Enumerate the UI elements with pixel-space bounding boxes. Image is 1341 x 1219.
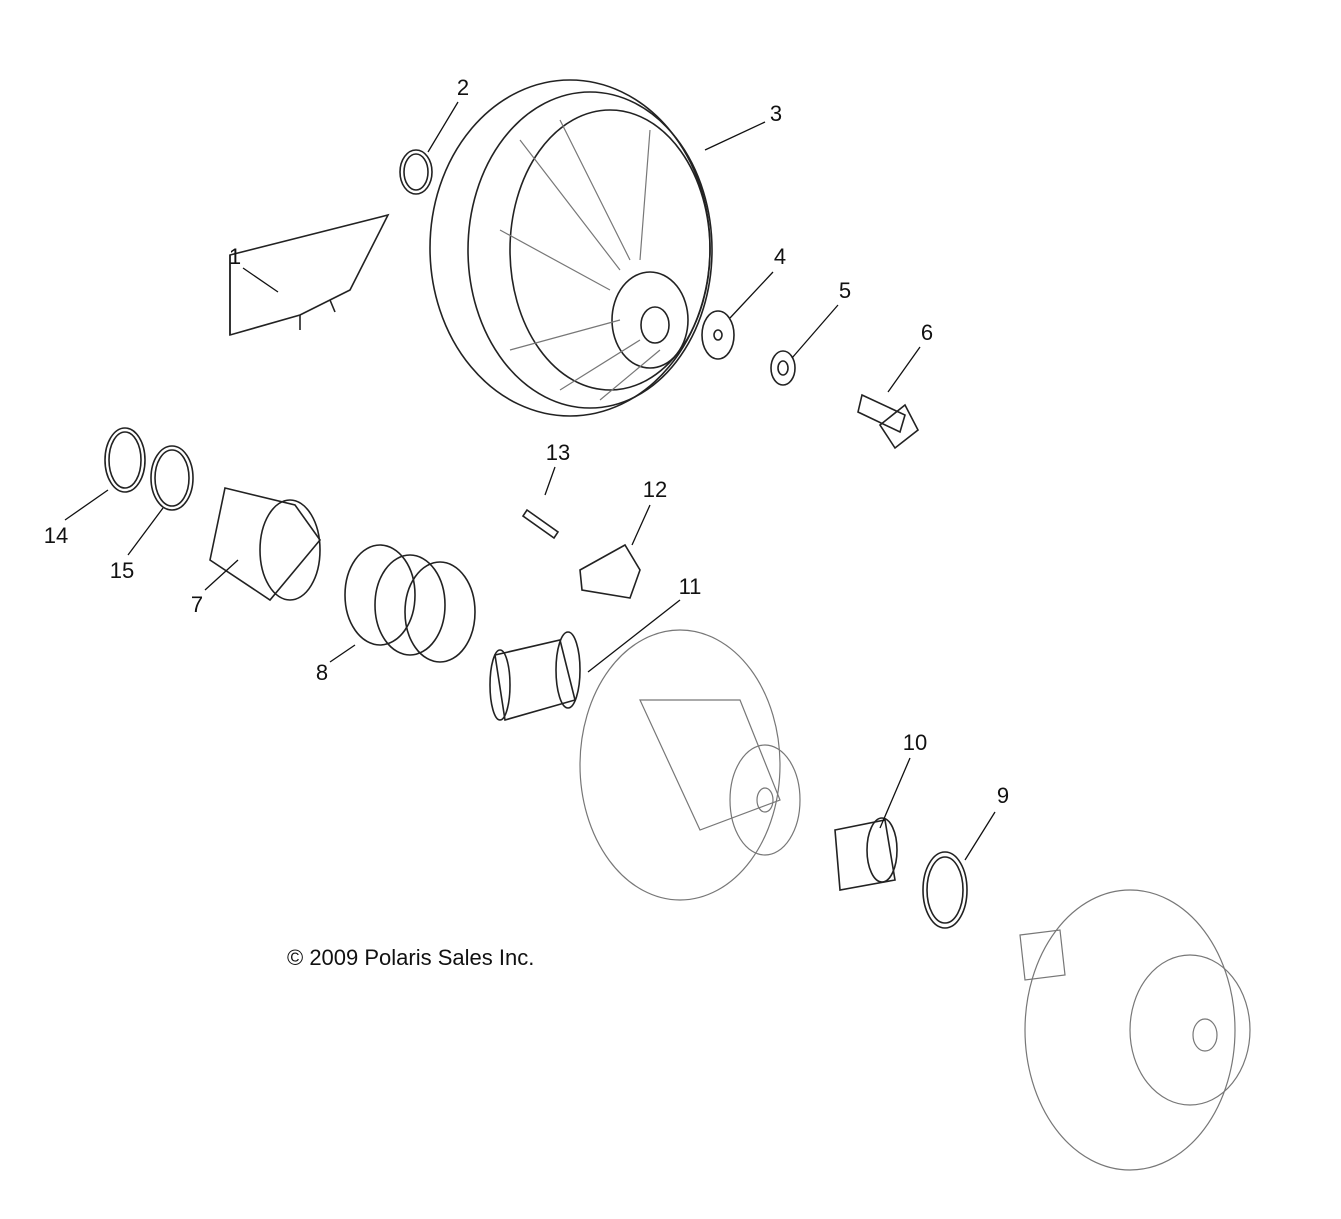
callout-15: 15 <box>110 558 134 583</box>
callout-14: 14 <box>44 523 68 548</box>
part-10-bushing <box>834 817 898 891</box>
part-7-cam <box>209 487 322 602</box>
part-1-belt <box>229 213 390 337</box>
part-5-washer <box>770 350 796 386</box>
part-4-washer <box>701 310 735 360</box>
part-6-bolt <box>857 393 920 450</box>
part-9-ring <box>922 851 968 929</box>
callout-5: 5 <box>839 278 851 303</box>
part-3-sheave <box>429 79 713 417</box>
callout-4: 4 <box>774 244 786 269</box>
copyright-notice: © 2009 Polaris Sales Inc. <box>287 945 534 970</box>
moveable-sheave <box>579 629 801 901</box>
callout-10: 10 <box>903 730 927 755</box>
part-8-spring <box>344 544 476 663</box>
callout-3: 3 <box>770 101 782 126</box>
callout-6: 6 <box>921 320 933 345</box>
callout-leaders <box>64 101 996 861</box>
part-11-bushing <box>489 631 581 722</box>
stationary-sheave <box>1019 889 1251 1171</box>
callout-8: 8 <box>316 660 328 685</box>
callout-1: 1 <box>229 244 241 269</box>
callout-9: 9 <box>997 783 1009 808</box>
part-12-button <box>579 543 641 599</box>
callout-11: 11 <box>679 574 702 599</box>
callout-12: 12 <box>643 477 667 502</box>
part-15-ring <box>150 445 194 511</box>
part-13-screw <box>521 508 560 540</box>
part-2-ring <box>399 149 433 195</box>
callout-13: 13 <box>546 440 570 465</box>
callout-2: 2 <box>457 75 469 100</box>
callout-7: 7 <box>191 592 203 617</box>
part-14-snap-ring <box>104 427 146 493</box>
